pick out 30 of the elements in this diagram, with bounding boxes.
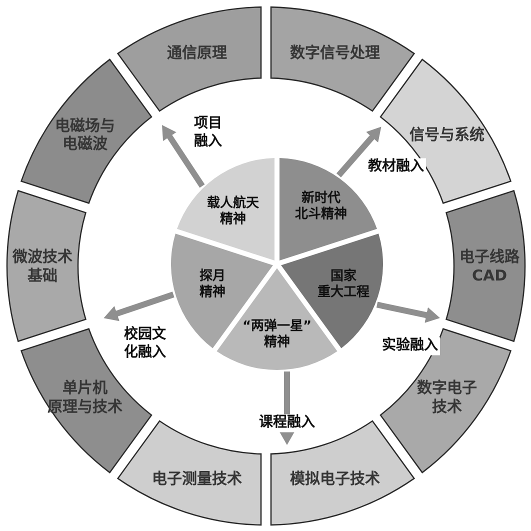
course-name: 电磁场与电磁波	[55, 116, 116, 154]
course-name: 微波技术基础	[12, 247, 72, 285]
course-name: 电子测量技术	[152, 469, 242, 488]
course-segment	[20, 327, 153, 474]
course-name: 模拟电子技术	[290, 469, 380, 488]
course-segment	[20, 58, 153, 205]
edge-label: 课程融入	[257, 414, 317, 432]
course-name: 信号与系统	[409, 125, 484, 144]
course-segment	[6, 189, 87, 343]
course-segment	[116, 6, 263, 113]
edge-label: 实验融入	[380, 337, 440, 355]
arrow	[336, 126, 382, 178]
course-name: 电子线路CAD	[460, 247, 520, 285]
course-name: 数字电子技术	[416, 378, 477, 416]
arrow	[376, 302, 440, 323]
course-name: 通信原理	[166, 44, 227, 63]
spirit-name: 探月精神	[199, 268, 226, 302]
course-segment	[379, 327, 512, 474]
arrow	[104, 292, 174, 322]
arrow	[279, 372, 295, 445]
course-name: 数字信号处理	[290, 44, 380, 63]
course-name: 单片机原理与技术	[48, 378, 123, 416]
spirit-name: 载人航天精神	[207, 196, 260, 228]
spirit-slice	[175, 157, 276, 262]
course-segment	[270, 6, 416, 113]
spirit-name: 新时代北斗精神	[294, 190, 347, 224]
spirit-name: 国家重大工程	[318, 268, 370, 302]
spirit-name: “两弹一星”精神	[242, 318, 312, 352]
course-segment	[445, 189, 526, 343]
arrow	[162, 125, 205, 188]
